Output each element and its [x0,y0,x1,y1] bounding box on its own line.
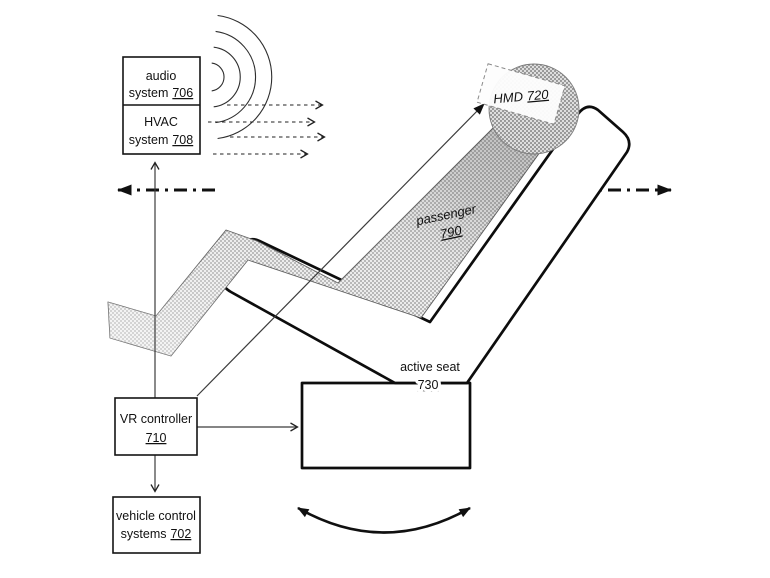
audio-system-label: audio [146,69,177,83]
sound-waves-icon [211,14,273,140]
hvac-system-label: HVAC [144,115,178,129]
svg-text:active seat: active seat [400,360,460,374]
seat-base [300,381,472,470]
vr-controller-label: VR controller [120,412,192,426]
vehicle-control-label: vehicle control [116,509,196,523]
svg-text:790: 790 [439,222,464,241]
recline-arrow-icon [297,506,471,534]
vr-controller-ref: 710 [146,431,167,445]
connector-lines [150,103,485,493]
vr-to-hmd-connector [196,103,485,397]
svg-text:730: 730 [418,378,439,392]
airflow-arrows-icon [208,100,326,159]
vr-controller-box: VR controller 710 [114,397,198,456]
active-seat-label: active seat 730 [397,357,463,395]
hmd-plate [476,63,566,125]
